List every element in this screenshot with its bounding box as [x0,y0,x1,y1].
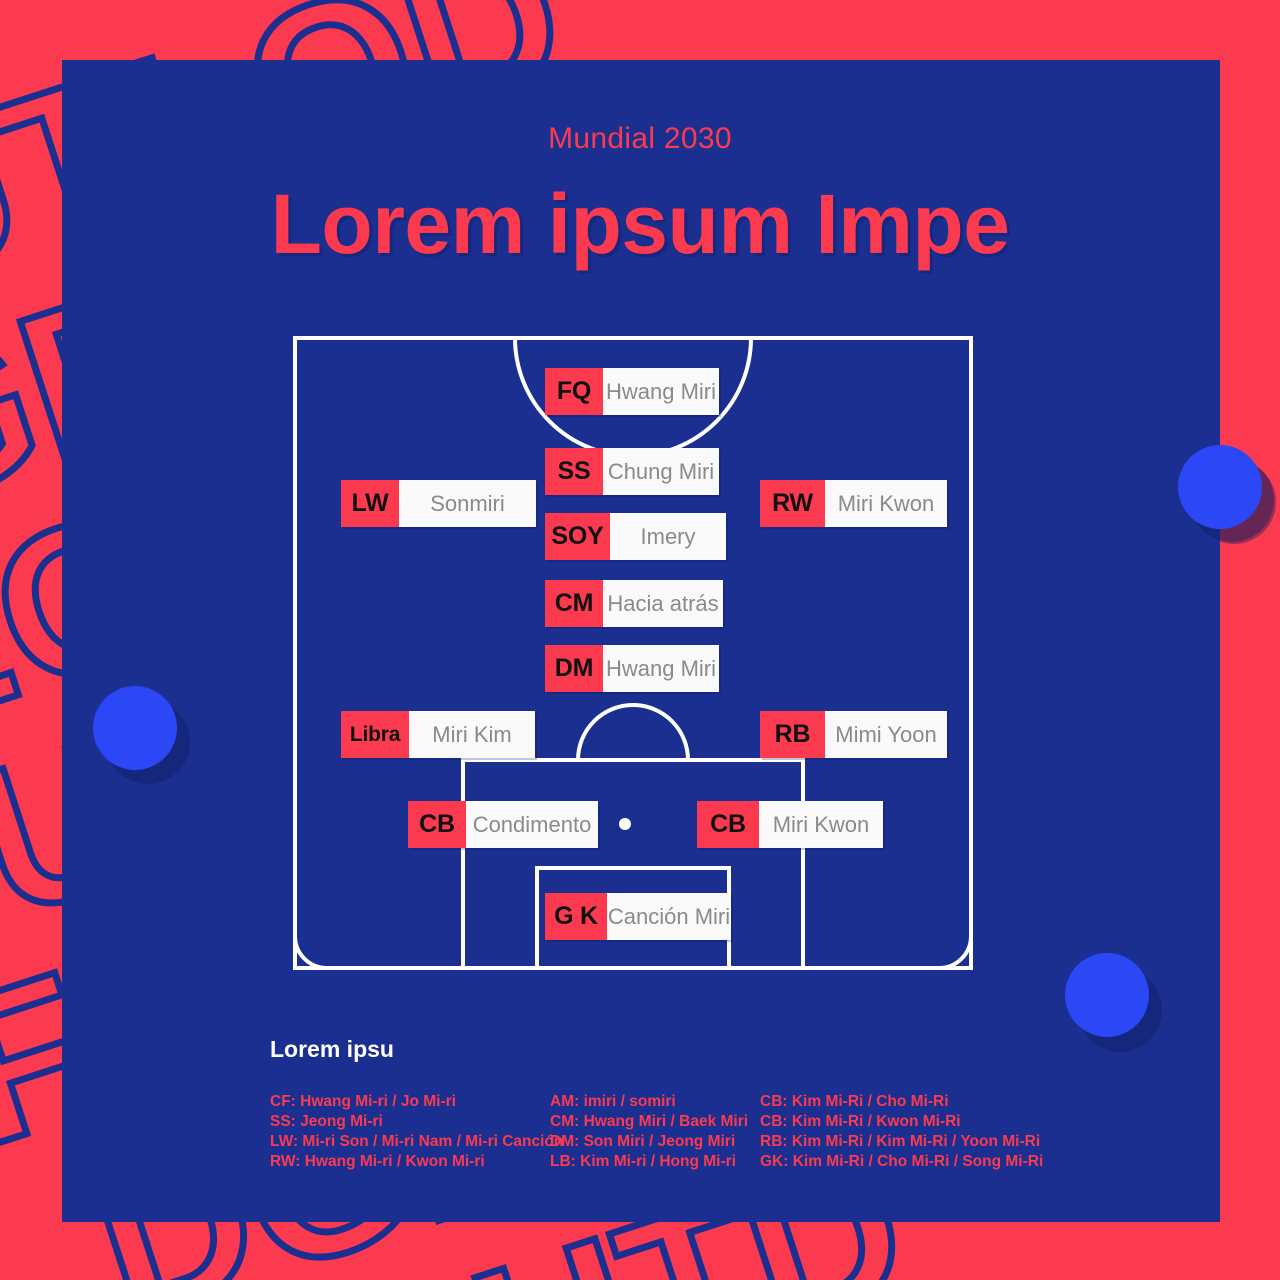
legend-heading: Lorem ipsu [270,1036,394,1062]
decorative-circle-right-top [1178,445,1262,529]
legend-line: CB: Kim Mi-Ri / Kwon Mi-Ri [760,1113,961,1130]
player-position-badge: FQ [545,368,603,415]
player-position-badge: CB [408,801,466,848]
player-name-label: Condimento [466,801,598,848]
player-name-label: Mimi Yoon [825,711,947,758]
player-name-label: Hwang Miri [603,645,719,692]
player-position-badge: SS [545,448,603,495]
player-name-label: Canción Miri [607,893,731,940]
player-name-label: Imery [610,513,726,560]
player-position-badge: DM [545,645,603,692]
player-name-label: Hacia atrás [603,580,723,627]
decorative-circle-left [93,686,177,770]
legend-line: CM: Hwang Miri / Baek Miri [550,1113,749,1130]
legend-line: DM: Son Miri / Jeong Miri [550,1133,736,1150]
player-name-label: Hwang Miri [603,368,719,415]
legend-line: CB: Kim Mi-Ri / Cho Mi-Ri [760,1093,949,1110]
player-position-badge: CM [545,580,603,627]
player-position-badge: G K [545,893,607,940]
legend-line: RW: Hwang Mi-ri / Kwon Mi-ri [270,1153,485,1170]
player-name-label: Miri Kwon [759,801,883,848]
player-name-label: Chung Miri [603,448,719,495]
player-position-badge: SOY [545,513,610,560]
content-panel [62,60,1220,1222]
legend-line: LW: Mi-ri Son / Mi-ri Nam / Mi-ri Canció… [270,1133,564,1150]
legend-line: AM: imiri / somiri [550,1093,676,1110]
player-name-label: Miri Kim [409,711,535,758]
page-title: Lorem ipsum Impe [270,177,1010,271]
event-kicker: Mundial 2030 [548,122,732,155]
legend-line: RB: Kim Mi-Ri / Kim Mi-Ri / Yoon Mi-Ri [760,1133,1041,1150]
legend-line: SS: Jeong Mi-ri [270,1113,383,1130]
decorative-circle-right-bottom [1065,953,1149,1037]
player-name-label: Sonmiri [399,480,536,527]
player-position-badge: CB [697,801,759,848]
legend-line: LB: Kim Mi-ri / Hong Mi-ri [550,1153,736,1170]
legend-line: GK: Kim Mi-Ri / Cho Mi-Ri / Song Mi-Ri [760,1153,1044,1170]
player-position-badge: RB [760,711,825,758]
legend-line: CF: Hwang Mi-ri / Jo Mi-ri [270,1093,456,1110]
player-position-badge: Libra [341,711,409,758]
player-name-label: Miri Kwon [825,480,947,527]
player-position-badge: RW [760,480,825,527]
player-position-badge: LW [341,480,399,527]
